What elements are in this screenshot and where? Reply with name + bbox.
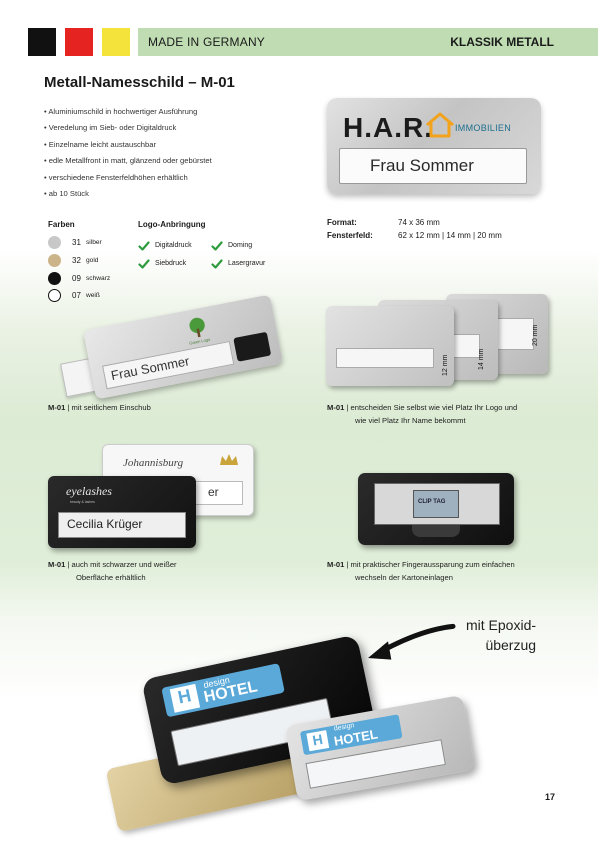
list-item: verschiedene Fensterfeldhöhen erhältlich [44,170,212,186]
badge-name: er [208,485,219,499]
black-swatch-icon [48,272,61,285]
color-code: 07 [72,291,81,300]
caption-text: | auch mit schwarzer und weißer [65,560,177,569]
house-logo-icon [426,112,454,138]
option-label: Siebdruck [155,260,187,267]
list-item: Aluminiumschild in hochwertiger Ausführu… [44,104,212,120]
model-code: M-01 [48,403,66,412]
header-bar: MADE IN GERMANY KLASSIK METALL [138,28,598,56]
made-in-germany-label: MADE IN GERMANY [148,35,266,49]
window-value: 62 x 12 mm | 14 mm | 20 mm [398,231,502,240]
caption-text: | entscheiden Sie selbst wie viel Platz … [344,403,518,412]
option-label: Doming [228,242,253,249]
black-badge: eyelashes beauty & lashes Cecilia Krüger [48,476,196,548]
format-value: 74 x 36 mm [398,218,440,227]
gold-swatch-icon [48,254,61,267]
color-code: 32 [72,256,81,265]
color-name: weiß [86,292,100,299]
crown-icon [220,454,238,465]
caption-text: Oberfläche erhältlich [76,572,146,582]
card-insert: CLIP TAG [374,483,500,525]
window-size-badges: 20 mm 14 mm 12 mm [326,290,556,390]
hotel-logo: design HOTEL H [161,663,285,718]
name-window: Cecilia Krüger [58,512,186,538]
company-subline: IMMOBILIEN [455,123,512,133]
hotel-logo-letter: H [169,683,201,713]
color-code: 31 [72,238,81,247]
badge-plate: Green Logo Frau Sommer [83,294,283,400]
model-code: M-01 [327,560,345,569]
har-immobilien-badge: H.A.R. IMMOBILIEN Frau Sommer [327,98,541,194]
list-item: edle Metallfront in matt, glänzend oder … [44,153,212,169]
name-window: Frau Sommer [339,148,527,184]
slide-in-badge: Green Logo Frau Sommer [58,292,288,402]
model-code: M-01 [48,560,66,569]
checkmark-icon [211,241,223,251]
epoxid-note: mit Epoxid- überzug [466,617,537,653]
logo-heading: Logo-Anbringung [138,220,206,229]
checkmark-icon [138,259,150,269]
caption-text: | mit seitlichem Einschub [65,403,151,412]
flag-red-square [65,28,93,56]
checkmark-icon [211,259,223,269]
silver-swatch-icon [48,236,61,249]
page-number: 17 [545,792,556,802]
caption-slide-in: M-01 | mit seitlichem Einschub [48,402,151,415]
list-item: Einzelname leicht austauschbar [44,137,212,153]
category-label: KLASSIK METALL [450,35,554,49]
colors-heading: Farben [48,220,75,229]
badge-12mm: 12 mm [326,306,454,386]
slot-opening [233,331,272,362]
caption-text: wechseln der Kartoneinlagen [355,572,453,582]
caption-black-white: M-01 | auch mit schwarzer und weißer Obe… [48,559,177,584]
hotel-logo-letter: H [306,730,330,752]
color-name: gold [86,257,99,264]
flag-black-square [28,28,56,56]
caption-finger-recess: M-01 | mit praktischer Fingeraussparung … [327,559,515,584]
color-name: silber [86,239,102,246]
list-item: Veredelung im Sieb- oder Digitaldruck [44,120,212,136]
badge-name: Frau Sommer [370,156,474,175]
finger-recess-badge: CLIP TAG [358,473,514,545]
color-name: schwarz [86,275,111,282]
flag-yellow-square [102,28,130,56]
name-window [336,348,434,368]
option-label: Lasergravur [228,260,266,267]
hotel-badges-group: design HOTEL H design HOTEL H [105,630,480,840]
eyelashes-subline: beauty & lashes [70,500,95,504]
caption-text: | mit praktischer Fingeraussparung zum e… [344,560,515,569]
page-title: Metall-Namesschild – M-01 [44,74,235,91]
curved-arrow-icon [368,623,456,660]
johannisburg-logo: Johannisburg [123,457,184,469]
size-label: 12 mm [442,354,449,376]
company-name: H.A.R. [343,112,433,143]
caption-text: wie viel Platz Ihr Name bekommt [355,415,466,425]
model-code: M-01 [327,403,345,412]
checkmark-icon [138,241,150,251]
badge-name: Cecilia Krüger [67,517,143,531]
white-swatch-icon [48,289,61,302]
name-window: Frau Sommer [102,340,235,390]
insert-logo: CLIP TAG [413,490,459,518]
feature-list: Aluminiumschild in hochwertiger Ausführu… [44,104,212,202]
tree-logo-icon [189,317,205,338]
finger-recess [412,525,460,537]
window-label: Fensterfeld: [327,231,373,240]
badge-name: Frau Sommer [109,353,191,384]
size-label: 14 mm [478,348,485,370]
format-label: Format: [327,218,357,227]
option-label: Digitaldruck [155,242,192,249]
eyelashes-logo: eyelashes [66,484,112,498]
caption-window-sizes: M-01 | entscheiden Sie selbst wie viel P… [327,402,517,427]
clip-card-text: CLIP TAG [418,499,446,505]
size-label: 20 mm [532,324,539,346]
list-item: ab 10 Stück [44,186,212,202]
black-white-badges: Johannisburg er eyelashes beauty & lashe… [48,442,278,548]
color-code: 09 [72,274,81,283]
